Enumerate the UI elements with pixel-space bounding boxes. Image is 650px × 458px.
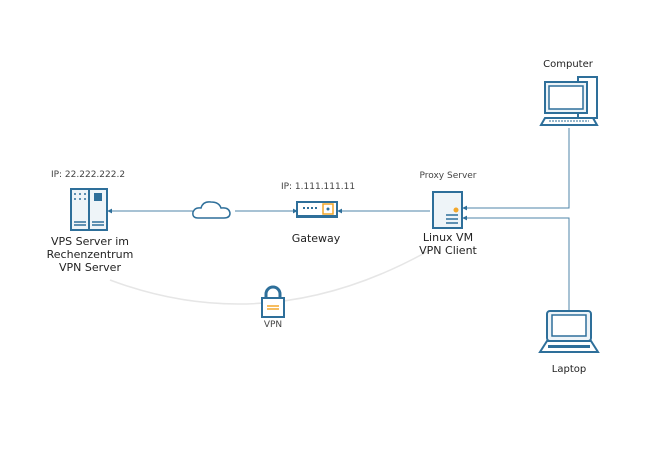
vps-label-line2: Rechenzentrum [46,248,134,261]
laptop-icon[interactable] [538,310,600,353]
laptop-label: Laptop [551,364,587,375]
gateway-label: Gateway [291,232,341,245]
server-icon[interactable] [432,191,463,229]
lock-icon [261,285,285,318]
vps-ip-label: IP: 22.222.222.2 [50,170,126,180]
link-laptop-proxy [462,215,570,310]
vps-label-line3: VPN Server [59,261,121,274]
vpn-label: VPN [263,320,283,330]
cloud-icon [192,201,231,219]
proxy-label-line2: VPN Client [419,244,477,257]
desktop-computer-icon[interactable] [539,76,599,126]
computer-label: Computer [543,59,593,70]
vpn-tunnel-arc [109,249,431,305]
proxy-title-label: Proxy Server [419,171,477,181]
server-rack-icon[interactable] [70,188,108,231]
gateway-ip-label: IP: 1.111.111.11 [280,182,356,192]
router-icon[interactable] [296,201,338,218]
link-computer-proxy [462,128,570,211]
vps-label-line1: VPS Server im [51,235,129,248]
proxy-label-line1: Linux VM [422,231,474,244]
